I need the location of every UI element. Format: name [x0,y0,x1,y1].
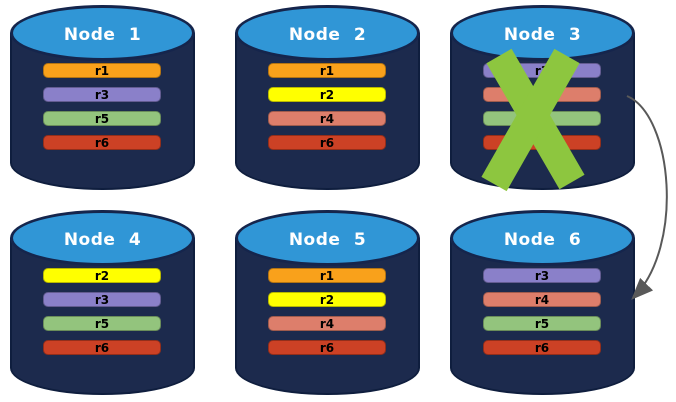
replica-bar-r4: r4 [268,316,386,331]
node-5-cylinder-top: Node 5 [235,210,420,266]
replica-bar-r1: r1 [268,268,386,283]
node-4: Node 4 r2 r3 r5 r6 [10,210,195,395]
replica-bar-r5: r5 [43,111,161,126]
node-5-replica-list: r1 r2 r4 r6 [268,268,386,355]
node-6-cylinder-top: Node 6 [450,210,635,266]
replica-bar-r4: r4 [268,111,386,126]
node-2-cylinder-top: Node 2 [235,5,420,61]
replica-bar-r4: r4 [483,292,601,307]
node-3-title: Node 3 [503,24,582,45]
replica-label: r6 [94,340,110,355]
replica-label: r3 [94,292,110,307]
node-2-replica-list: r1 r2 r4 r6 [268,63,386,150]
replica-label: r2 [319,292,335,307]
replica-label: r4 [319,316,335,331]
replica-bar-r1: r1 [43,63,161,78]
node-1-cylinder-top: Node 1 [10,5,195,61]
replica-label: r4 [534,292,550,307]
replica-label: r5 [534,111,550,126]
node-6-title: Node 6 [503,229,582,250]
node-3-cylinder-top: Node 3 [450,5,635,61]
node-4-title: Node 4 [63,229,142,250]
replica-bar-r5: r5 [483,316,601,331]
replica-label: r6 [534,135,550,150]
node-3-replica-list: r3 r4 r5 r6 [483,63,601,150]
node-2: Node 2 r1 r2 r4 r6 [235,5,420,190]
node-6: Node 6 r3 r4 r5 r6 [450,210,635,395]
replica-bar-r2: r2 [43,268,161,283]
replica-bar-r6: r6 [43,340,161,355]
replica-label: r5 [94,316,110,331]
replica-label: r4 [534,87,550,102]
replica-label: r6 [319,340,335,355]
replica-bar-r5: r5 [43,316,161,331]
node-3: Node 3 r3 r4 r5 r6 [450,5,635,190]
replica-label: r3 [534,268,550,283]
replica-label: r1 [319,63,335,78]
replica-bar-r2: r2 [268,292,386,307]
node-4-replica-list: r2 r3 r5 r6 [43,268,161,355]
node-5-title: Node 5 [288,229,367,250]
replica-bar-r3: r3 [43,292,161,307]
node-5: Node 5 r1 r2 r4 r6 [235,210,420,395]
replica-label: r1 [319,268,335,283]
replica-bar-r6: r6 [483,340,601,355]
node-2-title: Node 2 [288,24,367,45]
replica-bar-r6: r6 [268,135,386,150]
replica-label: r5 [534,316,550,331]
replica-label: r3 [94,87,110,102]
replica-bar-r4: r4 [483,87,601,102]
replica-bar-r3: r3 [483,268,601,283]
replica-bar-r6: r6 [268,340,386,355]
replica-bar-r6: r6 [483,135,601,150]
replica-bar-r3: r3 [43,87,161,102]
replica-label: r3 [534,63,550,78]
node-1-replica-list: r1 r3 r5 r6 [43,63,161,150]
replica-label: r4 [319,111,335,126]
replica-bar-r2: r2 [268,87,386,102]
replica-label: r2 [319,87,335,102]
replica-label: r1 [94,63,110,78]
node-1-title: Node 1 [63,24,142,45]
replica-bar-r5: r5 [483,111,601,126]
replica-bar-r3: r3 [483,63,601,78]
replica-label: r6 [534,340,550,355]
replica-label: r5 [94,111,110,126]
node-4-cylinder-top: Node 4 [10,210,195,266]
replica-label: r2 [94,268,110,283]
replica-label: r6 [319,135,335,150]
node-1: Node 1 r1 r3 r5 r6 [10,5,195,190]
replica-label: r6 [94,135,110,150]
replica-bar-r6: r6 [43,135,161,150]
node-6-replica-list: r3 r4 r5 r6 [483,268,601,355]
replica-bar-r1: r1 [268,63,386,78]
